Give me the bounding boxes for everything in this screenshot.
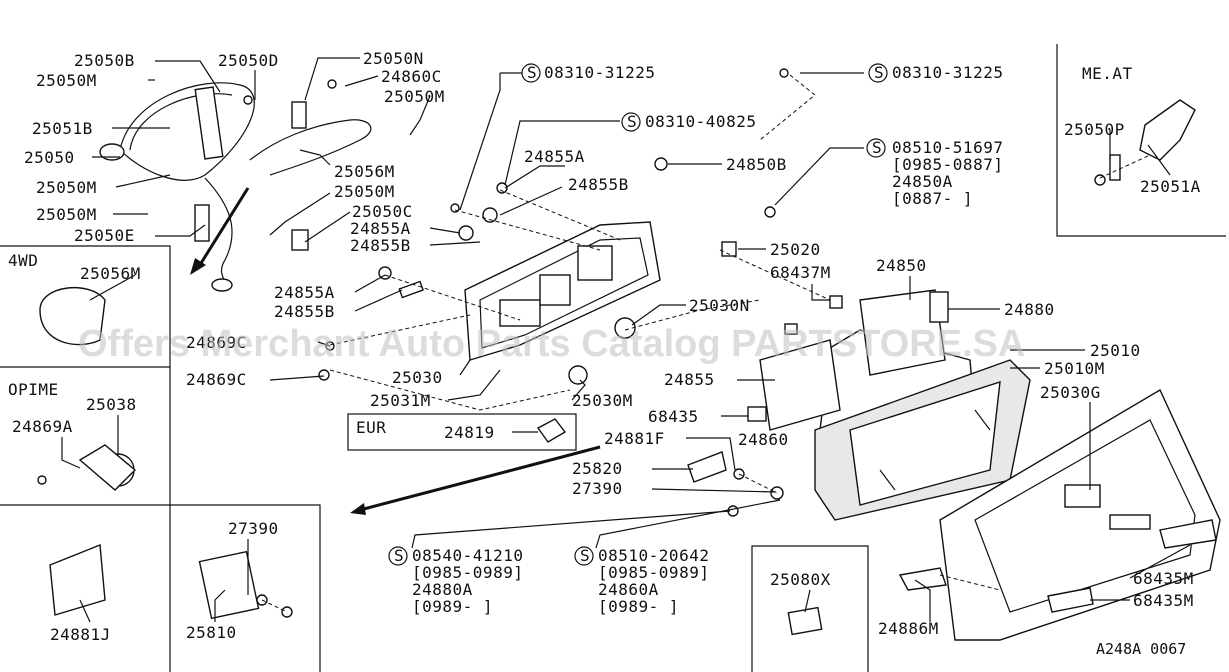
watermark: Offers Merchant Auto Parts Catalog PARTS…: [78, 323, 1025, 365]
diagram-code: A248A 0067: [1096, 640, 1186, 658]
speedometer-cable-assembly: [99, 79, 372, 292]
label-part: 25050E: [74, 226, 135, 245]
label-part: [0989- ]: [598, 597, 679, 616]
label-part: 25050C: [352, 202, 413, 221]
label-part: 24869C: [186, 333, 247, 352]
label-part: 08540-41210: [412, 546, 523, 565]
inset-title-meat: ME.AT: [1082, 64, 1133, 83]
label-part: 25050M: [36, 178, 97, 197]
leader-lines: [61, 57, 1191, 623]
label-part: 08310-31225: [544, 63, 655, 82]
label-part: 24880A: [412, 580, 473, 599]
label-part: 25050D: [218, 51, 279, 70]
inset-frames: [0, 44, 1226, 672]
label-part: 25050M: [36, 205, 97, 224]
label-part: 24860: [738, 430, 789, 449]
label-part: 24855: [664, 370, 715, 389]
s-symbol-icon: S: [874, 63, 884, 82]
label-part: 68437M: [770, 263, 831, 282]
s-symbol-icon: S: [872, 138, 882, 157]
s-symbol-icon: S: [394, 546, 404, 565]
label-part: 24855B: [350, 236, 411, 255]
label-part: [0985-0887]: [892, 155, 1003, 174]
label-part: 24850A: [892, 172, 953, 191]
label-part: 24855B: [568, 175, 629, 194]
label-part: 24881J: [50, 625, 111, 644]
label-part: 24855A: [350, 219, 411, 238]
label-part: 24850B: [726, 155, 787, 174]
label-part: 25051A: [1140, 177, 1201, 196]
label-part: 25030M: [572, 391, 633, 410]
s-symbol-icon: S: [627, 112, 637, 131]
label-part: 25056M: [80, 264, 141, 283]
label-part: 68435M: [1133, 591, 1194, 610]
label-part: 24869A: [12, 417, 73, 436]
s-symbol-icon: S: [527, 63, 537, 82]
s-symbol-icon: [621, 112, 641, 132]
label-part: 25820: [572, 459, 623, 478]
label-part: [0887- ]: [892, 189, 973, 208]
label-part: 08310-40825: [645, 112, 756, 131]
inset-title-eur: EUR: [356, 418, 386, 437]
label-part: 24860A: [598, 580, 659, 599]
part-labels: 25050B 25050M 25050D 25050N 24860C 25050…: [12, 49, 1201, 644]
s-symbol-icon: [574, 546, 594, 566]
label-part: 25020: [770, 240, 821, 259]
label-part: 25051B: [32, 119, 93, 138]
inset-title-opime: OPIME: [8, 380, 59, 399]
label-part: 27390: [228, 519, 279, 538]
label-part: 25050N: [363, 49, 424, 68]
instrument-housing-upper: [464, 221, 661, 361]
inset-title-4wd: 4WD: [8, 251, 38, 270]
label-part: [0985-0989]: [412, 563, 523, 582]
label-part: 25050M: [36, 71, 97, 90]
label-part: 24886M: [878, 619, 939, 638]
s-symbol-icon: [868, 63, 888, 83]
label-part: 25010M: [1044, 359, 1105, 378]
s-symbol-icon: [866, 138, 886, 158]
label-part: 24869C: [186, 370, 247, 389]
label-part: 25056M: [334, 162, 395, 181]
label-part: [0985-0989]: [598, 563, 709, 582]
label-part: 25050M: [334, 182, 395, 201]
label-part: 25030: [392, 368, 443, 387]
label-part: 25030N: [689, 296, 750, 315]
label-part: 25050M: [384, 87, 445, 106]
label-part: 08310-31225: [892, 63, 1003, 82]
label-part: 25030G: [1040, 383, 1101, 402]
instrument-cluster: [759, 289, 1031, 521]
label-part: 24850: [876, 256, 927, 275]
label-part: 24855B: [274, 302, 335, 321]
label-part: 25050P: [1064, 120, 1125, 139]
label-part: 24819: [444, 423, 495, 442]
s-symbol-icon: [388, 546, 408, 566]
label-part: 25050: [24, 148, 75, 167]
label-part: 25038: [86, 395, 137, 414]
label-part: 25010: [1090, 341, 1141, 360]
label-part: 24855A: [274, 283, 335, 302]
cluster-lid: [898, 389, 1221, 641]
label-part: [0989- ]: [412, 597, 493, 616]
label-part: 25050B: [74, 51, 135, 70]
label-part: 68435M: [1133, 569, 1194, 588]
label-part: 25031M: [370, 391, 431, 410]
label-part: 25080X: [770, 570, 831, 589]
label-part: 27390: [572, 479, 623, 498]
s-symbol-icon: S: [580, 546, 590, 565]
direction-arrows: [190, 187, 601, 515]
s-symbol-icon: [521, 63, 541, 83]
label-part: 24855A: [524, 147, 585, 166]
label-part: 08510-20642: [598, 546, 709, 565]
small-parts: [37, 68, 1196, 636]
label-part: 08510-51697: [892, 138, 1003, 157]
label-part: 24881F: [604, 429, 665, 448]
label-part: 68435: [648, 407, 699, 426]
label-part: 24880: [1004, 300, 1055, 319]
label-part: 24860C: [381, 67, 442, 86]
label-part: 25810: [186, 623, 237, 642]
guide-lines: [261, 74, 1151, 613]
